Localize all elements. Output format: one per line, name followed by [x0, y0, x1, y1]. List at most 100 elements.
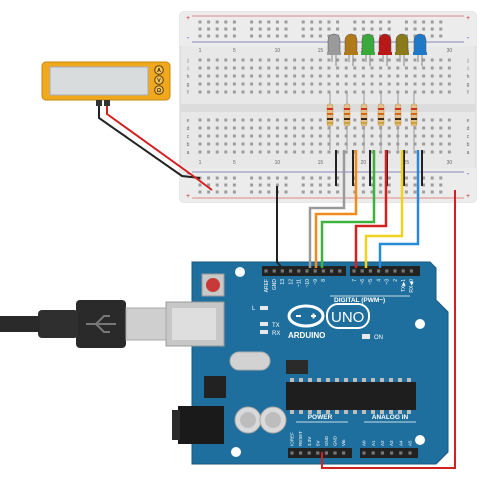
breadboard-hole [439, 58, 443, 62]
header-hole[interactable] [330, 269, 334, 273]
mounting-hole-4 [231, 447, 241, 457]
rx-led [260, 330, 268, 334]
header-hole[interactable] [390, 451, 394, 455]
rail-hole [207, 183, 211, 187]
header-hole[interactable] [280, 269, 284, 273]
breadboard-hole [430, 82, 434, 86]
arduino-logo-icon [287, 304, 325, 328]
wire-gnd[interactable] [276, 186, 283, 269]
header-hole[interactable] [305, 269, 309, 273]
chip-pin [398, 410, 402, 414]
wire-pin-6-red[interactable] [354, 150, 388, 268]
wire-group [98, 106, 456, 469]
breadboard-hole [241, 118, 245, 122]
breadboard-hole [422, 66, 426, 70]
rail-hole [404, 183, 408, 187]
led[interactable] [361, 33, 375, 55]
header-hole[interactable] [324, 451, 328, 455]
breadboard-hole [250, 126, 254, 130]
header-hole[interactable] [399, 451, 403, 455]
rail-hole [215, 34, 219, 38]
mounting-hole-3 [415, 435, 425, 445]
led[interactable] [395, 33, 409, 55]
chip-pin [371, 410, 375, 414]
header-hole[interactable] [289, 269, 293, 273]
led[interactable] [344, 33, 358, 55]
led-rim [327, 52, 341, 55]
header-hole[interactable] [338, 269, 342, 273]
header-hole[interactable] [352, 269, 356, 273]
usb-cable-wire [0, 316, 40, 332]
wire-pin-3-blue[interactable] [378, 150, 420, 268]
multimeter-mode-button[interactable] [154, 85, 164, 95]
breadboard-hole [267, 150, 271, 154]
led[interactable] [327, 33, 341, 55]
breadboard-hole [370, 90, 374, 94]
header-hole[interactable] [321, 269, 325, 273]
column-number-top: 1 [199, 48, 202, 54]
wire-multimeter-black[interactable] [98, 106, 201, 179]
header-hole[interactable] [377, 269, 381, 273]
rail-hole [318, 20, 322, 24]
wire-pin-9-green[interactable] [320, 150, 376, 268]
multimeter-mode-button[interactable] [154, 65, 164, 75]
led[interactable] [378, 33, 392, 55]
rail-hole [404, 176, 408, 180]
breadboard-hole [344, 58, 348, 62]
header-hole[interactable] [362, 451, 366, 455]
header-hole[interactable] [371, 451, 375, 455]
wire-pin-10-orange[interactable] [314, 150, 358, 268]
breadboard-hole [224, 74, 228, 78]
header-hole[interactable] [401, 269, 405, 273]
wire-multimeter-red[interactable] [106, 106, 213, 191]
header-hole[interactable] [290, 451, 294, 455]
header-hole[interactable] [297, 269, 301, 273]
breadboard-hole [353, 142, 357, 146]
header-hole[interactable] [313, 269, 317, 273]
wire-5v-red[interactable] [321, 190, 456, 469]
header-hole[interactable] [264, 269, 268, 273]
header-hole[interactable] [393, 269, 397, 273]
rail-hole [439, 190, 443, 194]
wire-pin-11-gray[interactable] [308, 150, 346, 268]
wire-pin-5-yellow[interactable] [364, 150, 404, 268]
rail-hole [215, 20, 219, 24]
rail-hole [379, 183, 383, 187]
led[interactable] [413, 33, 427, 55]
breadboard-hole [361, 82, 365, 86]
breadboard-hole [224, 142, 228, 146]
atmega-chip [286, 382, 416, 410]
breadboard-hole [284, 142, 288, 146]
multimeter-mode-button[interactable] [154, 75, 164, 85]
header-hole[interactable] [368, 269, 372, 273]
breadboard-hole [241, 58, 245, 62]
breadboard-hole [267, 134, 271, 138]
header-hole[interactable] [360, 269, 364, 273]
header-hole[interactable] [316, 451, 320, 455]
breadboard-hole [241, 74, 245, 78]
breadboard-hole [258, 118, 262, 122]
rail-hole [327, 20, 331, 24]
breadboard-hole [258, 134, 262, 138]
header-hole[interactable] [342, 451, 346, 455]
breadboard-hole [447, 118, 451, 122]
multimeter[interactable]: AVΩ [41, 61, 171, 106]
rail-hole [224, 190, 228, 194]
header-hole[interactable] [385, 269, 389, 273]
breadboard-hole [439, 90, 443, 94]
analog-pin-label: A1 [371, 440, 376, 446]
resistor-band [395, 122, 401, 124]
breadboard-hole [215, 150, 219, 154]
header-hole[interactable] [307, 451, 311, 455]
reset-button[interactable] [206, 278, 220, 292]
breadboard-hole [422, 74, 426, 78]
header-hole[interactable] [409, 269, 413, 273]
header-hole[interactable] [408, 451, 412, 455]
header-hole[interactable] [333, 451, 337, 455]
breadboard-hole [447, 66, 451, 70]
header-hole[interactable] [272, 269, 276, 273]
header-hole[interactable] [299, 451, 303, 455]
voltage-regulator [204, 376, 226, 398]
header-hole[interactable] [380, 451, 384, 455]
rail-hole [284, 183, 288, 187]
